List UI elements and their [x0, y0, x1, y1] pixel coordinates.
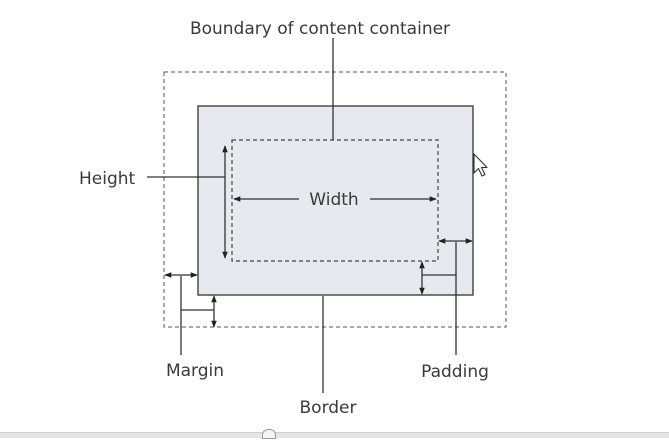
mouse-cursor-icon: [473, 153, 488, 177]
height-label: Height: [79, 169, 136, 189]
margin-boundary: [163, 71, 507, 328]
horizontal-scrollbar[interactable]: [0, 429, 669, 439]
padding-label: Padding: [421, 362, 489, 382]
border-label: Border: [300, 398, 357, 418]
border-box: [197, 105, 474, 296]
content-container: [231, 139, 439, 262]
margin-label: Margin: [166, 361, 224, 381]
width-label: Width: [309, 190, 358, 210]
boundary-label: Boundary of content container: [190, 19, 450, 39]
